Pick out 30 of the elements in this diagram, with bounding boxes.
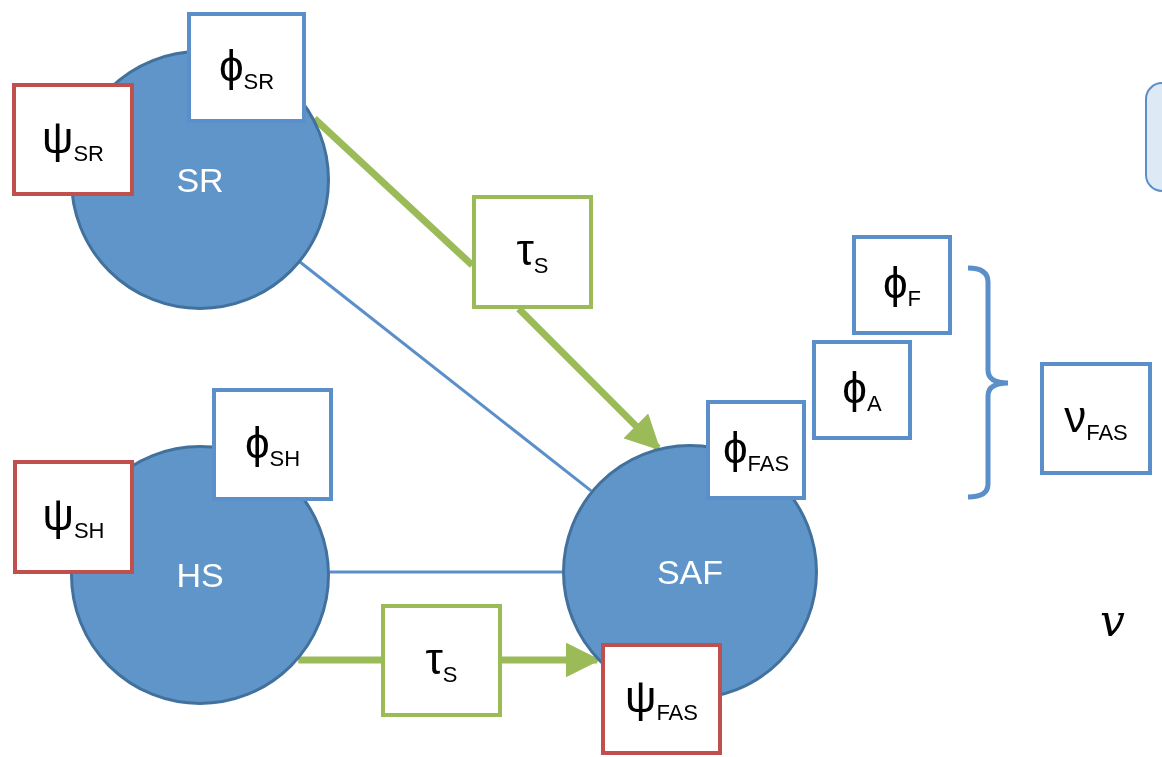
variable-label: ϕ$_{A}$ bbox=[842, 363, 882, 417]
node-label: HS bbox=[176, 555, 224, 595]
variable-box bbox=[1040, 362, 1152, 475]
connector-line bbox=[329, 570, 563, 574]
variable-label: ϕ$_{F}$ bbox=[882, 258, 922, 312]
variable-box bbox=[472, 195, 593, 309]
variable-label: τ$_{S}$ bbox=[425, 633, 458, 688]
variable-box bbox=[852, 235, 952, 335]
variable-box bbox=[601, 643, 722, 755]
variable-label: ϕ$_{SH}$ bbox=[244, 417, 301, 472]
connector-line bbox=[298, 656, 382, 664]
variable-box bbox=[381, 604, 502, 717]
variable-label: v bbox=[1100, 595, 1125, 646]
variable-label: τ$_{S}$ bbox=[516, 225, 549, 279]
node-label: SR bbox=[176, 160, 224, 200]
variable-label: ϕ$_{SR}$ bbox=[218, 40, 275, 95]
variable-label: ψ$_{SR}$ bbox=[42, 112, 104, 167]
variable-box bbox=[812, 340, 912, 440]
node-label: SAF bbox=[656, 552, 724, 592]
variable-label: ϕ$_{FAS}$ bbox=[722, 423, 790, 477]
variable-box bbox=[212, 388, 333, 501]
variable-box bbox=[706, 400, 806, 500]
variable-label: ν$_{FAS}$ bbox=[1064, 391, 1128, 446]
variable-label: ψ$_{SH}$ bbox=[42, 490, 105, 544]
variable-box bbox=[12, 83, 134, 196]
variable-box bbox=[187, 12, 306, 123]
connector-line bbox=[299, 260, 593, 493]
variable-label: ψ$_{FAS}$ bbox=[625, 672, 698, 726]
arrow bbox=[501, 642, 601, 678]
variable-box bbox=[13, 460, 134, 574]
